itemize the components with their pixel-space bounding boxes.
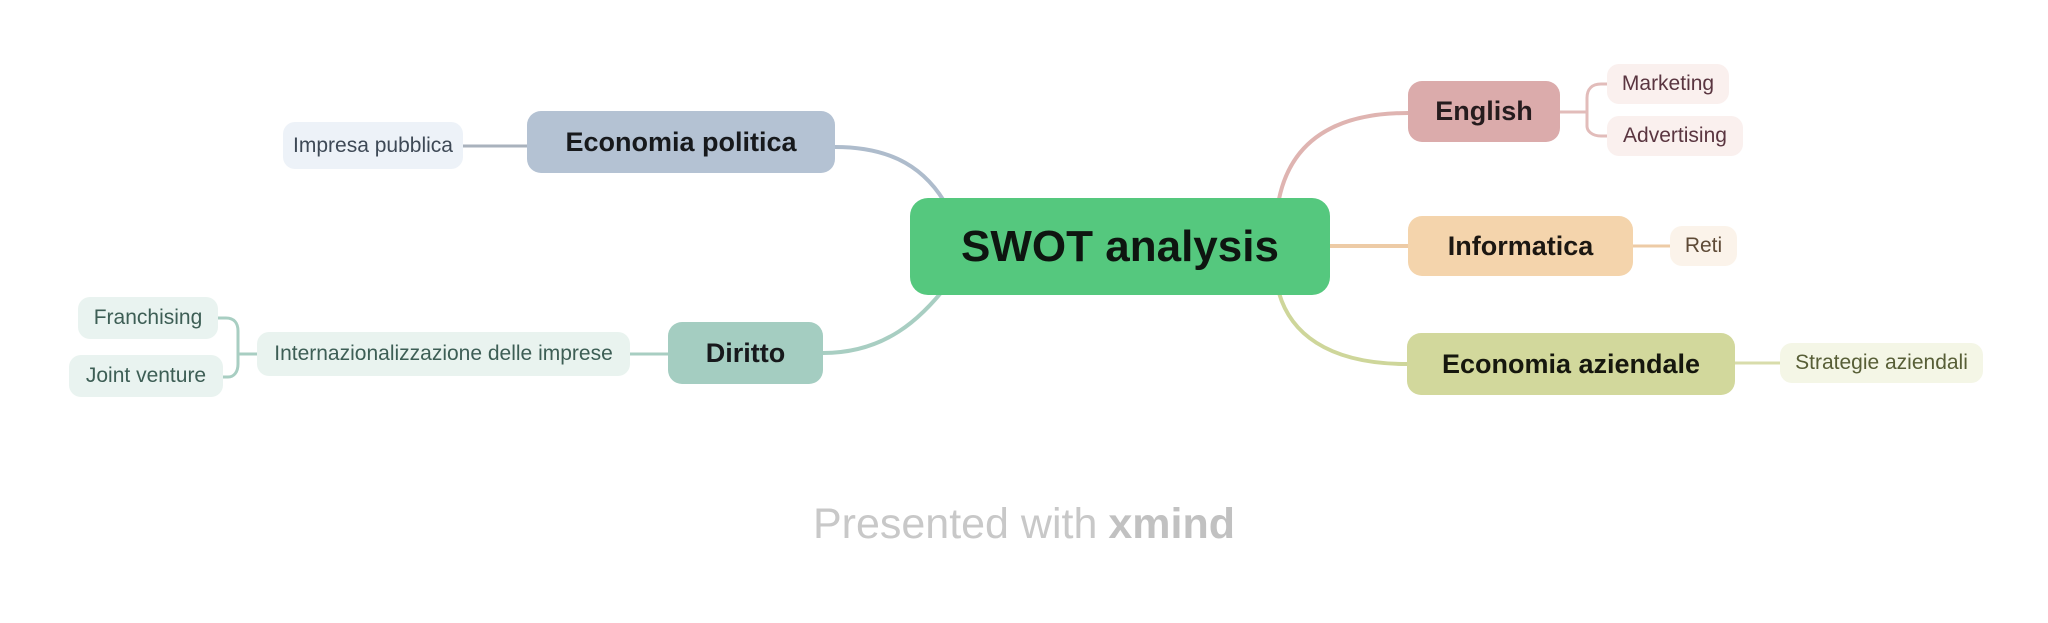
topic-advertising[interactable]: Advertising xyxy=(1607,116,1743,156)
connector-economia-aziendale xyxy=(1277,291,1409,366)
topic-economia-aziendale[interactable]: Economia aziendale xyxy=(1407,333,1735,395)
topic-joint-venture[interactable]: Joint venture xyxy=(69,355,223,397)
topic-economia-politica[interactable]: Economia politica xyxy=(527,111,835,173)
connector-english xyxy=(1277,111,1410,201)
topic-strategie-aziendali[interactable]: Strategie aziendali xyxy=(1780,343,1983,383)
topic-impresa-pubblica[interactable]: Impresa pubblica xyxy=(283,122,463,169)
central-topic-swot-analysis[interactable]: SWOT analysis xyxy=(910,198,1330,295)
connector-bracket-english-children xyxy=(1558,82,1609,138)
connector-economia-politica xyxy=(833,145,950,210)
watermark-prefix: Presented with xyxy=(812,500,1098,548)
xmind-logo-text: xmind xyxy=(1108,500,1236,548)
topic-reti[interactable]: Reti xyxy=(1670,226,1737,266)
topic-informatica[interactable]: Informatica xyxy=(1408,216,1633,276)
topic-diritto[interactable]: Diritto xyxy=(668,322,823,384)
connector-diritto xyxy=(821,282,950,355)
topic-english[interactable]: English xyxy=(1408,81,1560,142)
topic-internazionalizzazione-delle-imprese[interactable]: Internazionalizzazione delle imprese xyxy=(257,332,630,376)
topic-marketing[interactable]: Marketing xyxy=(1607,64,1729,104)
connector-bracket-diritto-children xyxy=(216,316,259,379)
topic-franchising[interactable]: Franchising xyxy=(78,297,218,339)
